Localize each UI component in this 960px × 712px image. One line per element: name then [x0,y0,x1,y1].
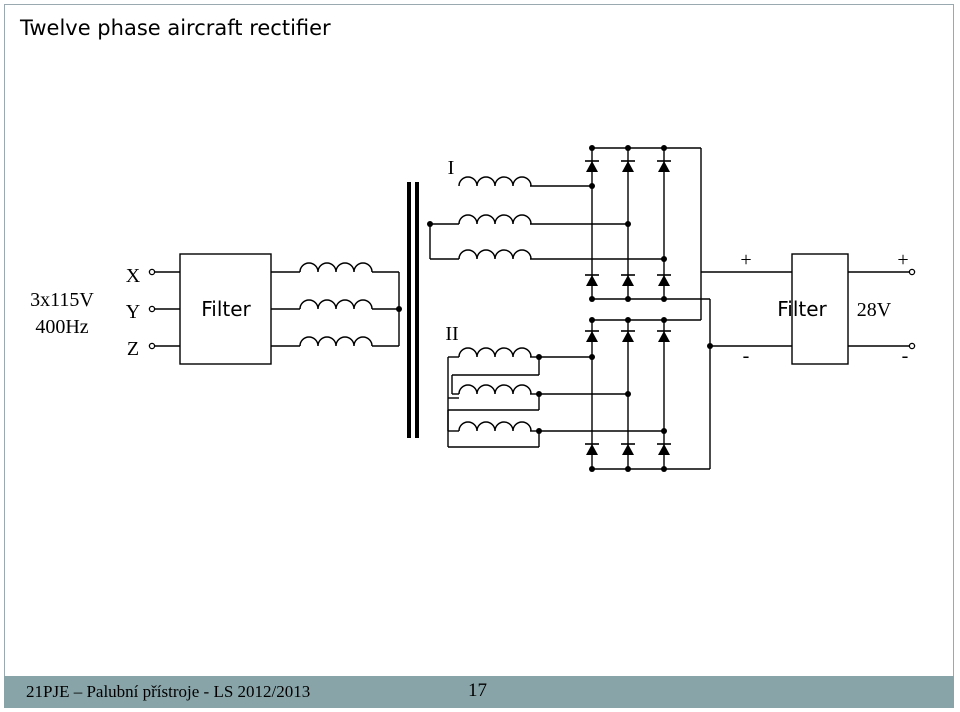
junction [661,317,667,323]
diode [622,275,634,286]
diode [586,161,598,172]
secondary-i-star-node [427,221,433,227]
junction [589,354,595,360]
terminal-x [148,268,156,276]
diode [622,444,634,455]
secondary-i-coil [458,249,532,260]
primary-coil [299,299,373,310]
junction [661,466,667,472]
secondary-ii-wiring [447,356,664,448]
junction [589,296,595,302]
minus-label-filter: - [743,345,750,367]
output-terminal-plus [908,268,916,276]
output-terminal-minus [908,342,916,350]
junction [536,391,542,397]
plus-label-output: + [897,249,908,271]
transformer-core-bar-1 [407,182,411,438]
diode [586,444,598,455]
input-voltage-label: 3x115V [30,289,94,311]
junction [589,183,595,189]
diode [658,161,670,172]
junction [589,145,595,151]
junction [625,221,631,227]
diode [586,275,598,286]
plus-label-filter: + [740,249,751,271]
diode [658,275,670,286]
minus-label-output: - [902,345,909,367]
diode [658,444,670,455]
junction [625,317,631,323]
junction [707,343,713,349]
secondary-ii-coil [458,384,532,395]
slide-title: Twelve phase aircraft rectifier [20,16,331,40]
junction [536,428,542,434]
output-voltage-label: 28V [857,299,892,321]
secondary-i-wiring [429,185,664,260]
terminal-y [148,305,156,313]
secondary-ii-label: II [445,323,458,345]
primary-star-node [396,306,402,312]
junction [661,145,667,151]
junction [589,466,595,472]
junction [661,428,667,434]
bridge-rails [592,147,910,470]
junction [589,317,595,323]
footer-text: 21PJE – Palubní přístroje - LS 2012/2013 [26,682,311,701]
diode [586,331,598,342]
diode [622,161,634,172]
junction [625,391,631,397]
output-filter-box [791,253,849,365]
phase-label-y: Y [126,301,140,323]
input-filter-box [179,253,272,365]
input-filter-label: Filter [201,297,251,321]
junction [536,354,542,360]
primary-coil [299,262,373,273]
secondary-ii-coil [458,347,532,358]
phase-label-x: X [126,265,141,287]
transformer-core-bar-2 [415,182,419,438]
diode [658,331,670,342]
footer-bar [4,676,954,708]
junction [625,145,631,151]
page-number: 17 [468,680,487,701]
junction [625,296,631,302]
secondary-i-coil [458,176,532,187]
junction [625,466,631,472]
junction [661,256,667,262]
junction [661,296,667,302]
terminal-z [148,342,156,350]
secondary-ii-coil [458,421,532,432]
primary-coil [299,336,373,347]
diode [622,331,634,342]
secondary-i-coil [458,214,532,225]
input-frequency-label: 400Hz [35,316,88,338]
phase-label-z: Z [127,338,139,360]
secondary-i-label: I [448,157,455,179]
output-filter-label: Filter [777,297,827,321]
